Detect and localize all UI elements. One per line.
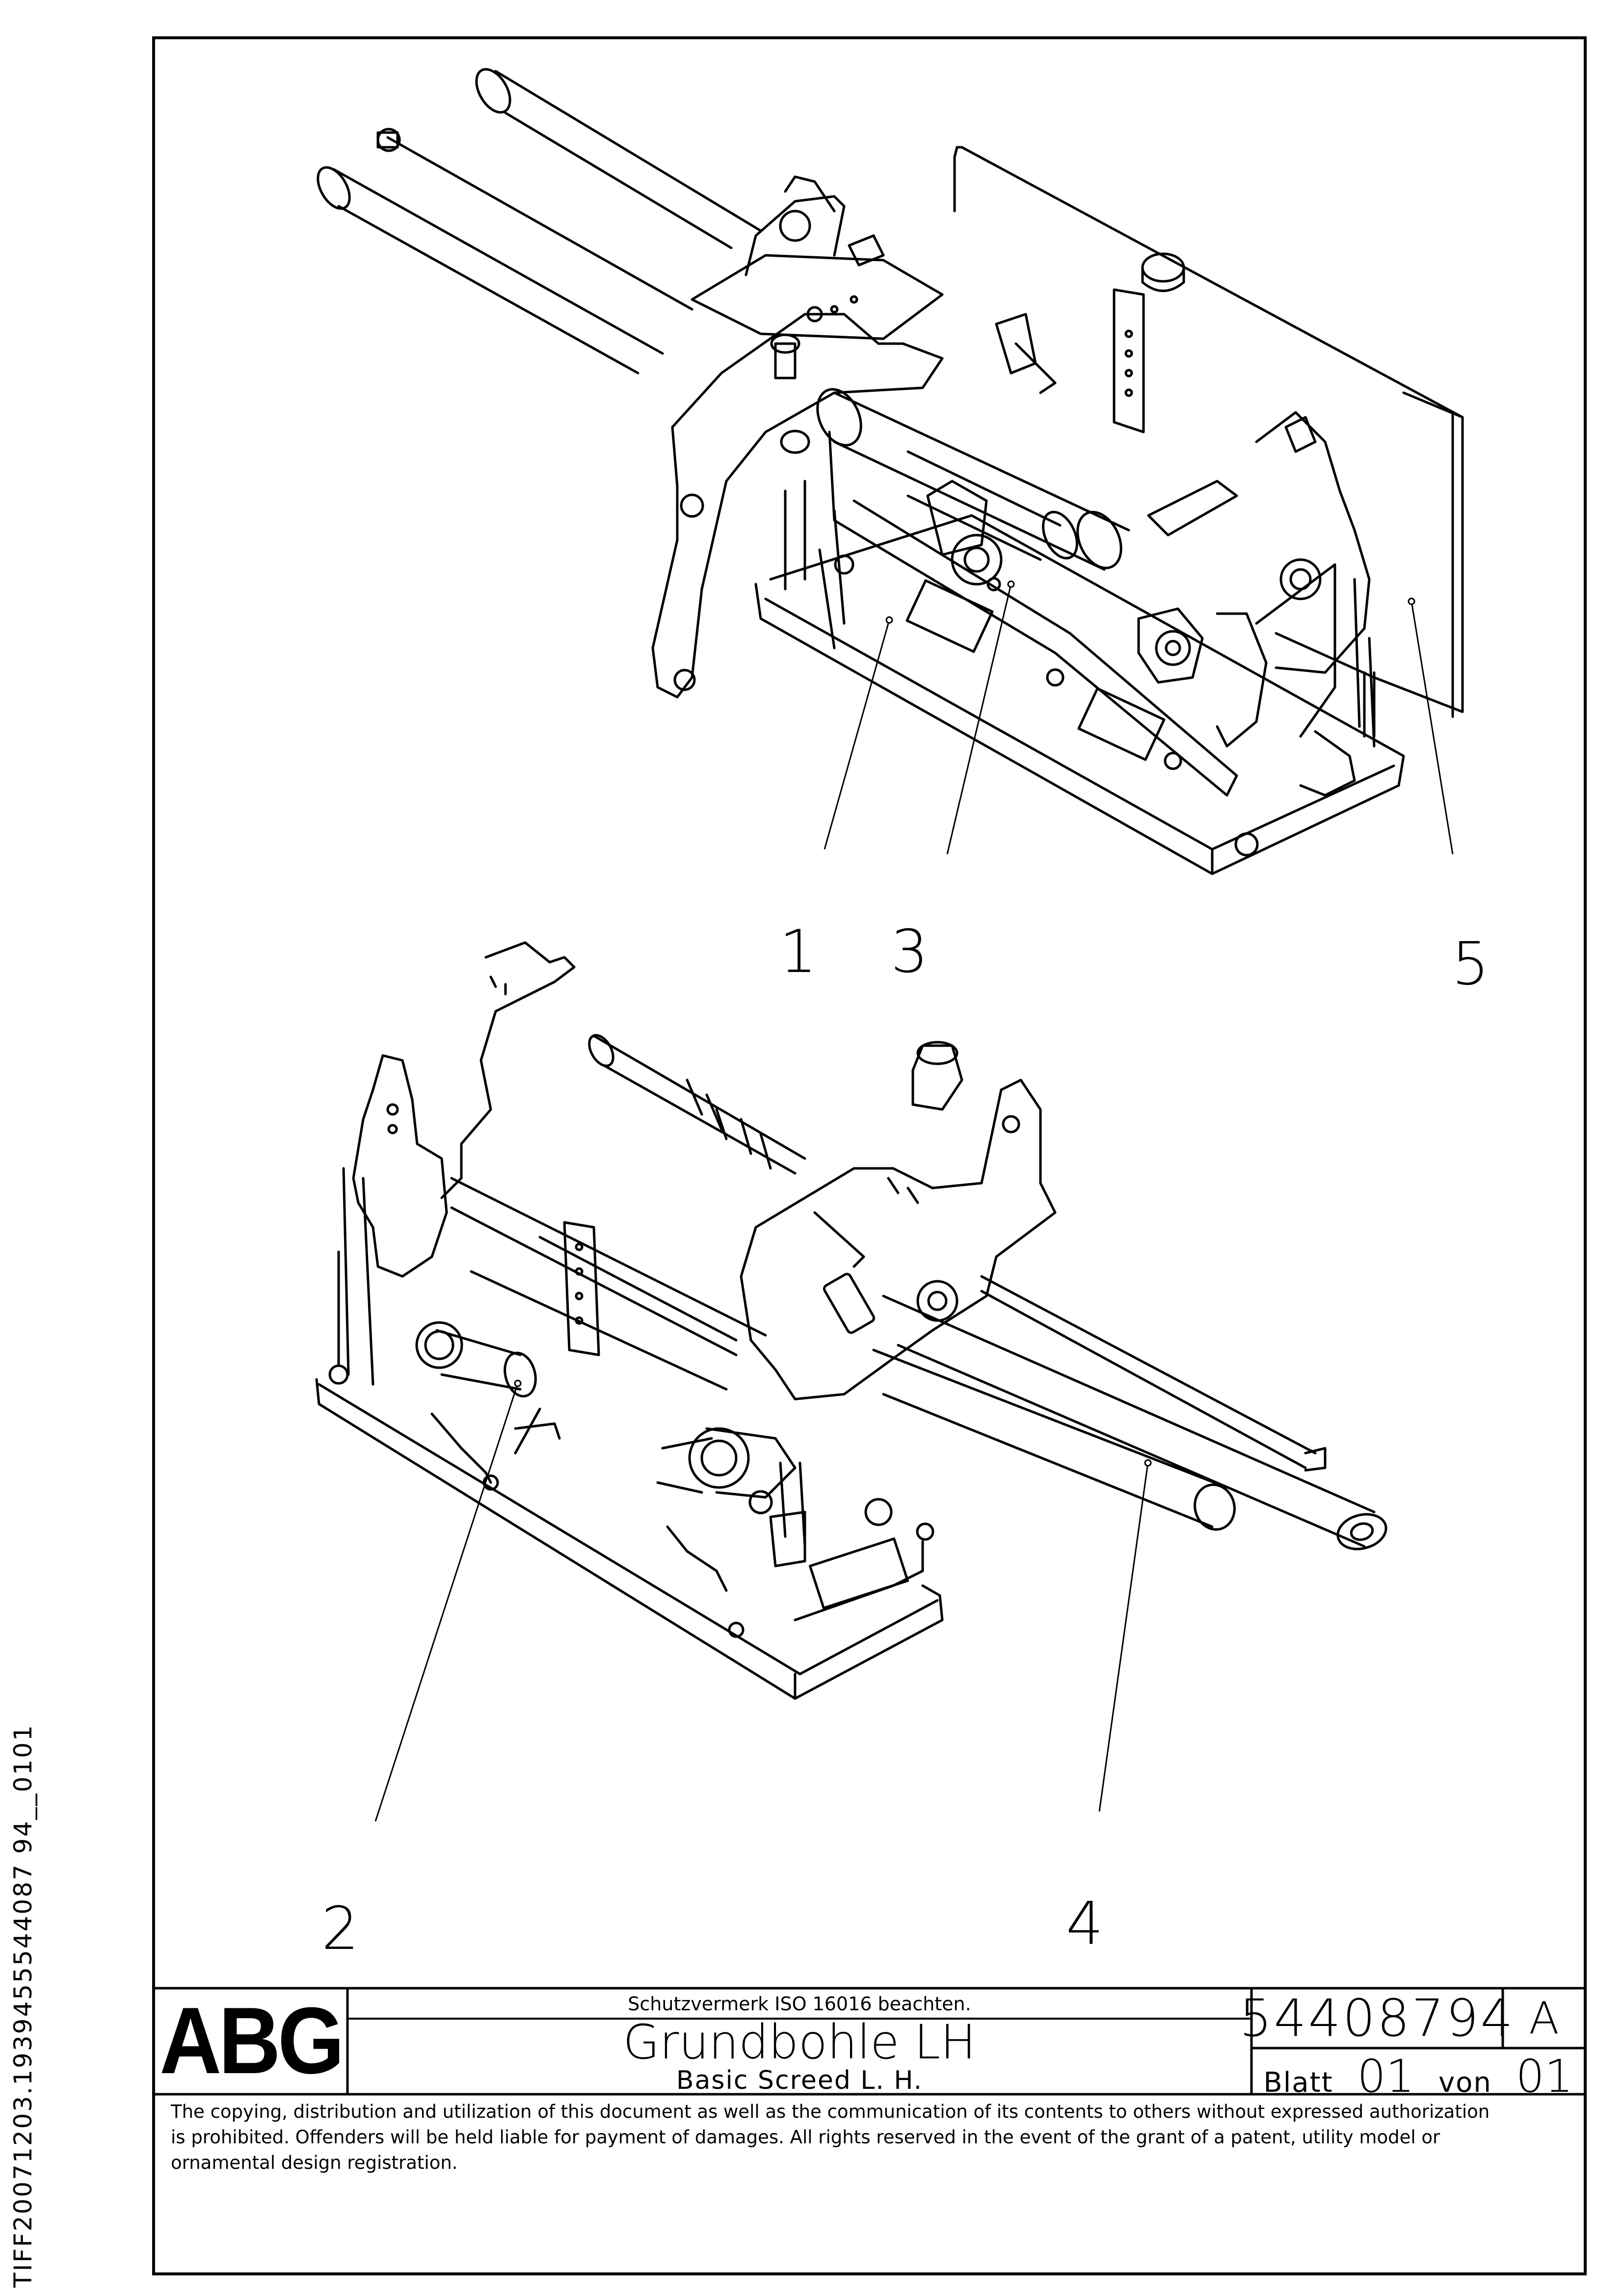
of-label: von — [1438, 2067, 1492, 2099]
disclaimer-line-2: is prohibited. Offenders will be held li… — [171, 2127, 1440, 2148]
archive-file-label: TIFF20071203.1939455544087 94__0101 — [9, 1724, 37, 2288]
disclaimer-line-3: ornamental design registration. — [171, 2152, 458, 2173]
copyright-disclaimer: The copying, distribution and utilizatio… — [171, 2099, 1579, 2176]
leader-lines — [374, 580, 1454, 1822]
protection-note: Schutzvermerk ISO 16016 beachten. — [628, 1993, 971, 2015]
sheet-number: 01 — [1357, 2050, 1415, 2103]
drawing-title-english: Basic Screed L. H. — [676, 2066, 923, 2095]
revision-letter: A — [1529, 1992, 1559, 2044]
sheet-count-row: Blatt 01 von 01 — [1251, 2048, 1585, 2103]
callout-3: 3 — [891, 918, 929, 986]
abg-logo: ABG — [160, 1988, 345, 2094]
callout-2: 2 — [321, 1895, 359, 1963]
drawing-title-german: Grundbohle LH — [623, 2015, 976, 2070]
drawing-number: 54408794 — [1239, 1988, 1515, 2048]
drawing-frame — [152, 36, 1587, 2275]
lower-screed-assembly-drawing — [315, 941, 1387, 1700]
callout-4: 4 — [1066, 1890, 1104, 1958]
callout-5: 5 — [1452, 930, 1490, 999]
sheet-label: Blatt — [1263, 2067, 1333, 2099]
upper-screed-assembly-drawing — [317, 68, 1464, 875]
disclaimer-line-1: The copying, distribution and utilizatio… — [171, 2101, 1490, 2122]
callout-1: 1 — [779, 918, 817, 986]
sheet-total: 01 — [1516, 2050, 1573, 2103]
